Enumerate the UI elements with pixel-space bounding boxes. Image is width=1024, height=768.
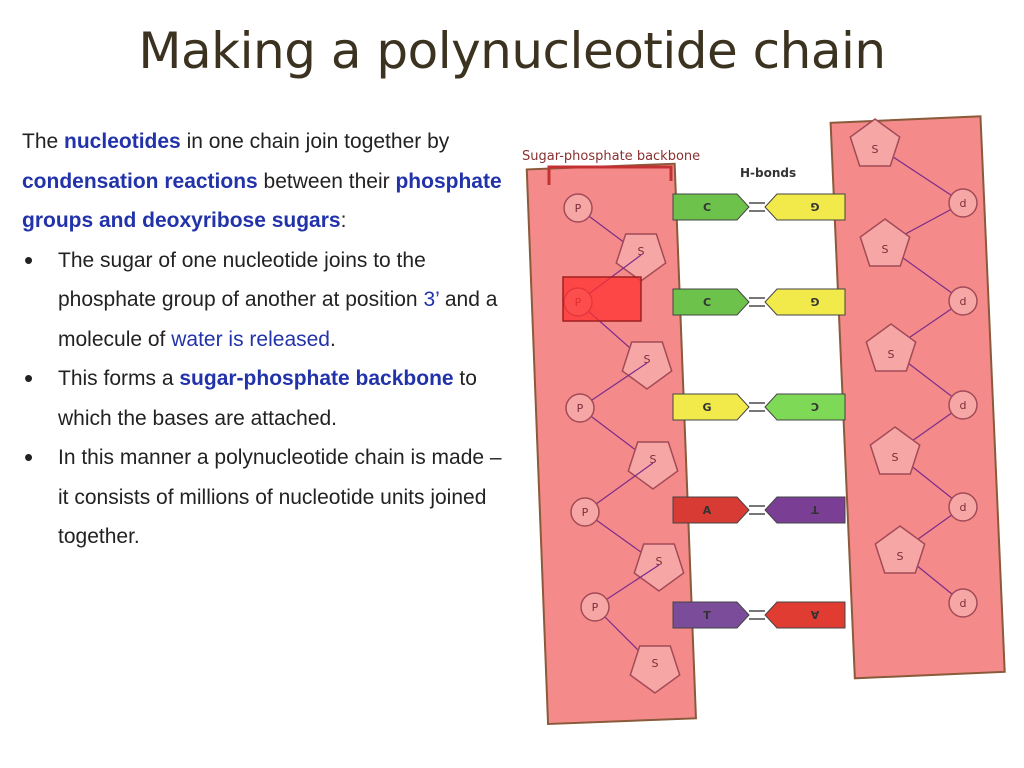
bullet-1-text-1: The sugar of one nucleotide joins to the… (58, 248, 426, 312)
right-base-block (764, 288, 846, 316)
right-sugar-label: S (892, 451, 899, 464)
slide-title: Making a polynucleotide chain (138, 22, 886, 80)
intro-text-3: between their (257, 169, 396, 193)
right-sugar-node (859, 218, 911, 267)
left-base-label: C (703, 296, 711, 309)
right-base-block (764, 193, 846, 221)
left-sugar-label: S (644, 353, 651, 366)
right-phosphate-node (948, 390, 978, 420)
left-base-block (672, 496, 750, 524)
left-base-label: A (703, 504, 712, 517)
right-sugar-label: S (882, 243, 889, 256)
right-strand-backbone (829, 115, 1006, 680)
bullet-dot-icon: • (24, 363, 34, 393)
left-base-label: C (703, 201, 711, 214)
right-base-label: A (810, 608, 819, 621)
dna-diagram: Sugar-phosphate backbone H-bonds PSdSPSd… (522, 115, 1006, 726)
right-phosphate-label: d (960, 399, 967, 412)
bullet-item-2: • This forms a sugar-phosphate backbone … (22, 359, 512, 438)
right-phosphate-node (948, 286, 978, 316)
bullet-2-highlight-backbone: sugar-phosphate backbone (179, 367, 454, 390)
left-phosphate-node (563, 193, 593, 223)
bullet-1-text-3: . (329, 327, 336, 351)
right-base-label: G (810, 295, 819, 308)
left-base-label: T (703, 609, 711, 622)
bullet-1-text-2: and a molecule of (58, 288, 498, 351)
right-phosphate-label: d (960, 295, 967, 308)
right-phosphate-node (948, 188, 978, 218)
bullet-list: • The sugar of one nucleotide joins to t… (22, 241, 512, 557)
left-sugar-node (633, 543, 685, 592)
left-phosphate-node (570, 497, 600, 527)
left-base-label: G (702, 401, 711, 414)
intro-highlight-condensation: condensation reactions (22, 169, 258, 193)
bullet-dot-icon: • (24, 244, 34, 275)
intro-highlight-nucleotides: nucleotides (64, 130, 181, 153)
bullet-2-text-2: to which the bases are attached. (58, 367, 477, 430)
left-sugar-label: S (650, 453, 657, 466)
right-sugar-node (874, 525, 926, 574)
left-sugar-node (615, 233, 667, 282)
right-phosphate-label: d (960, 597, 967, 610)
right-phosphate-label: d (960, 501, 967, 514)
bullet-item-1: • The sugar of one nucleotide joins to t… (22, 241, 512, 360)
left-phosphate-label: P (577, 402, 584, 415)
right-base-block (764, 496, 846, 524)
right-sugar-node (865, 323, 917, 372)
left-phosphate-label: P (582, 506, 589, 519)
bullet-dot-icon: • (24, 442, 34, 472)
bullet-1-highlight-3prime: 3’ (423, 288, 440, 311)
left-strand-backbone (525, 162, 697, 726)
left-base-block (672, 393, 750, 421)
right-sugar-node (869, 426, 921, 475)
right-phosphate-node (948, 492, 978, 522)
right-sugar-label: S (897, 550, 904, 563)
right-sugar-node (849, 118, 901, 167)
base-pair-layer: C G C G G C A T T A (672, 193, 846, 629)
bullet-3-text-1: In this manner a polynucleotide chain is… (58, 446, 502, 548)
left-phosphate-label: P (592, 601, 599, 614)
left-sugar-label: S (656, 555, 663, 568)
intro-text-4: : (340, 209, 347, 232)
right-base-label: G (810, 200, 819, 213)
bullet-1-highlight-water: water is released (171, 327, 330, 351)
right-sugar-label: S (872, 143, 879, 156)
intro-text-2: in one chain join together by (180, 130, 450, 153)
right-base-label: C (811, 400, 819, 413)
left-base-block (672, 288, 750, 316)
right-base-block (764, 601, 846, 629)
left-base-block (672, 601, 750, 629)
right-base-label: T (811, 503, 819, 516)
body-text: The nucleotides in one chain join togeth… (22, 122, 512, 557)
left-phosphate-label: P (575, 202, 582, 215)
intro-paragraph: The nucleotides in one chain join togeth… (22, 122, 512, 241)
left-phosphate-node (565, 393, 595, 423)
hbond-label: H-bonds (740, 166, 796, 180)
left-phosphate-node (580, 592, 610, 622)
bullet-2-text-1: This forms a (58, 367, 180, 390)
right-phosphate-node (948, 588, 978, 618)
intro-text-1: The (22, 130, 65, 153)
node-layer: PSdSPSdSPSdSPSdSPSdS (563, 118, 978, 694)
left-sugar-node (621, 341, 673, 390)
right-phosphate-label: d (960, 197, 967, 210)
left-sugar-node (629, 645, 681, 694)
right-base-block (764, 393, 846, 421)
backbone-bracket (547, 165, 673, 185)
left-sugar-node (627, 441, 679, 490)
left-base-block (672, 193, 750, 221)
right-sugar-label: S (888, 348, 895, 361)
backbone-label: Sugar-phosphate backbone (522, 149, 700, 164)
intro-highlight-groups: phosphate groups and deoxyribose sugars (22, 169, 502, 233)
left-sugar-label: S (652, 657, 659, 670)
bullet-item-3: • In this manner a polynucleotide chain … (22, 438, 512, 557)
left-sugar-label: S (638, 245, 645, 258)
condensation-highlight (562, 276, 642, 322)
